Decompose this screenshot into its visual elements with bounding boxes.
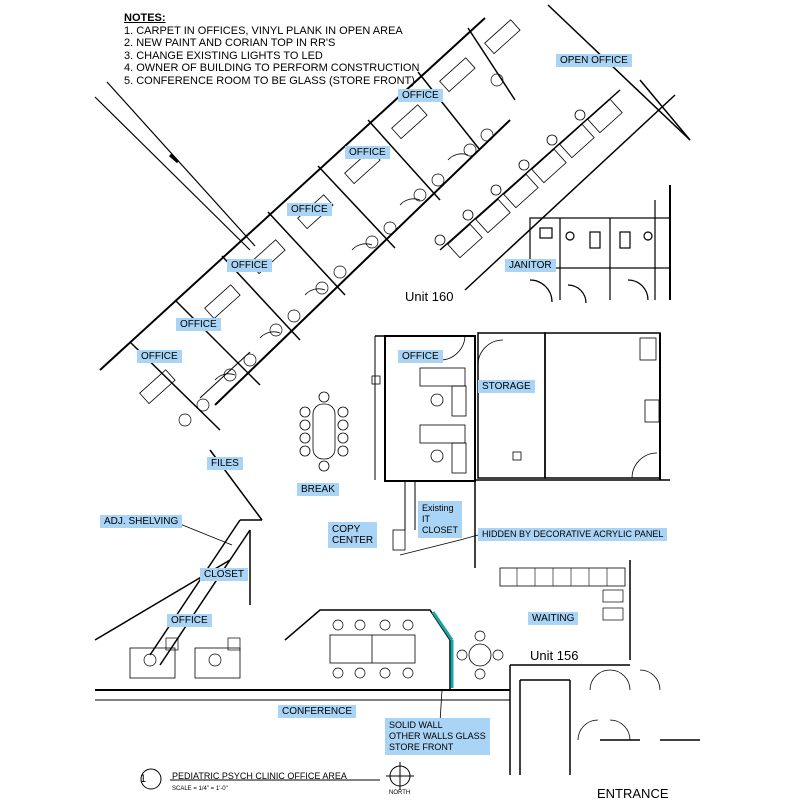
label-storage: STORAGE — [478, 380, 535, 393]
note-item: 1. CARPET IN OFFICES, VINYL PLANK IN OPE… — [124, 24, 403, 37]
note-item: 3. CHANGE EXISTING LIGHTS TO LED — [124, 49, 323, 62]
label-office-6: OFFICE — [137, 350, 182, 363]
label-conference: CONFERENCE — [278, 705, 357, 718]
detail-number: 1 — [140, 773, 147, 785]
label-open-office: OPEN OFFICE — [556, 54, 632, 67]
label-copy-center: COPY CENTER — [328, 522, 378, 548]
unit-156-label: Unit 156 — [530, 648, 579, 663]
note-item: 5. CONFERENCE ROOM TO BE GLASS (STORE FR… — [124, 74, 415, 87]
label-office-2: OFFICE — [345, 146, 390, 159]
label-office-center: OFFICE — [398, 350, 443, 363]
conference-room — [284, 609, 504, 690]
notes-block: NOTES: 1. CARPET IN OFFICES, VINYL PLANK… — [124, 12, 419, 87]
note-item: 4. OWNER OF BUILDING TO PERFORM CONSTRUC… — [124, 62, 420, 74]
label-office-4: OFFICE — [227, 259, 272, 272]
label-solid-wall: SOLID WALL OTHER WALLS GLASS STORE FRONT — [385, 718, 490, 755]
waiting-entrance — [392, 480, 700, 775]
label-office-3: OFFICE — [287, 203, 332, 216]
label-break: BREAK — [297, 483, 339, 496]
files-closet-area — [94, 449, 263, 666]
center-office-storage — [371, 332, 670, 482]
label-janitor: JANITOR — [505, 259, 556, 272]
label-it-closet: Existing IT CLOSET — [418, 501, 463, 538]
label-adj-shelving: ADJ. SHELVING — [100, 515, 183, 528]
leader-lines — [174, 521, 479, 723]
north-label: NORTH — [389, 790, 411, 796]
open-office-cubicles — [434, 4, 691, 291]
drawing-scale: SCALE = 1/4" = 1'-0" — [172, 786, 228, 792]
unit-160-label: Unit 160 — [405, 289, 454, 304]
bottom-left-office — [95, 637, 510, 701]
notes-heading: NOTES: — [124, 12, 166, 24]
label-waiting: WAITING — [528, 612, 579, 625]
label-files: FILES — [207, 457, 243, 470]
break-table — [299, 391, 349, 472]
drawing-title: PEDIATRIC PSYCH CLINIC OFFICE AREA — [172, 771, 347, 781]
restrooms-janitor — [529, 185, 671, 304]
title-block-graphics — [140, 762, 414, 790]
entrance-label: ENTRANCE — [597, 786, 669, 801]
note-item: 2. NEW PAINT AND CORIAN TOP IN RR'S — [124, 37, 336, 49]
label-office-5: OFFICE — [176, 318, 221, 331]
label-closet: CLOSET — [200, 568, 249, 581]
label-office-bottom: OFFICE — [167, 614, 212, 627]
label-office-1: OFFICE — [398, 89, 443, 102]
label-hidden-panel: HIDDEN BY DECORATIVE ACRYLIC PANEL — [478, 528, 668, 541]
